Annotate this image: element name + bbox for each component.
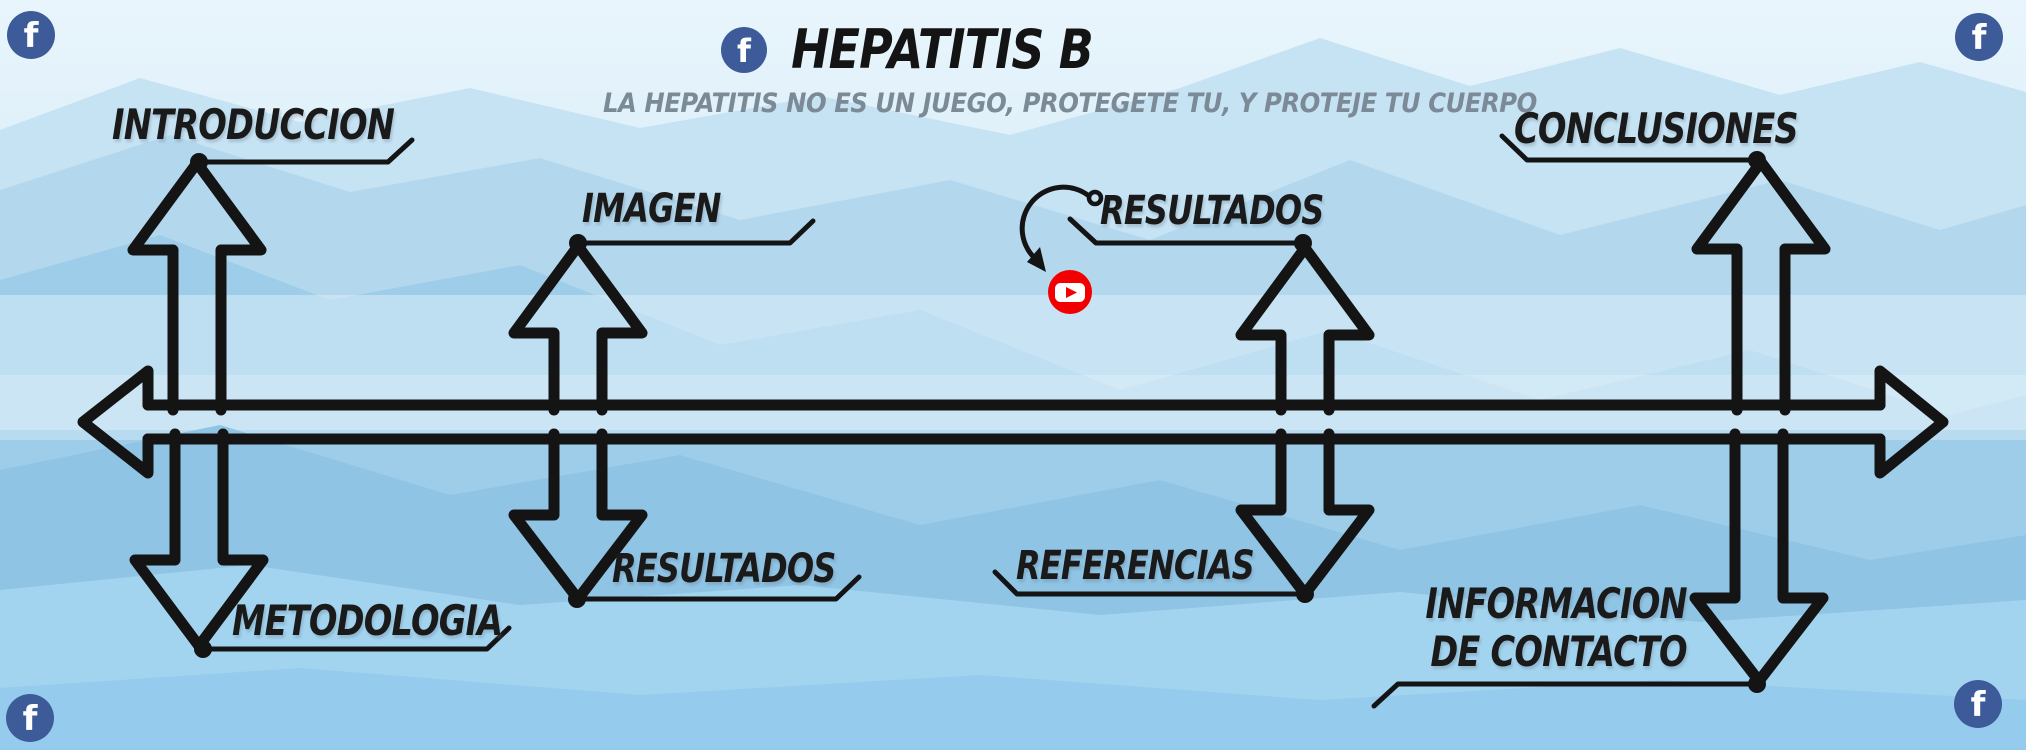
underline-metodologia: [200, 625, 512, 652]
facebook-icon[interactable]: f: [721, 27, 767, 73]
anchor-dot-imagen: [569, 234, 587, 252]
node-label-conclusiones[interactable]: CONCLUSIONES: [1514, 104, 1799, 153]
anchor-dot-referencias: [1296, 585, 1314, 603]
anchor-dot-informacion: [1748, 675, 1766, 693]
underline-resultados-bottom: [574, 574, 862, 602]
underline-referencias: [992, 569, 1308, 597]
informacion-line1: INFORMACION: [1425, 579, 1688, 628]
anchor-dot-conclusiones: [1748, 151, 1766, 169]
facebook-glyph: f: [1971, 18, 1987, 58]
curved-arrow: [1019, 184, 1104, 272]
anchor-dot-resultados-bottom: [568, 590, 586, 608]
timeline-right-arrowhead: [1874, 365, 1949, 479]
facebook-icon[interactable]: f: [1954, 680, 2002, 728]
facebook-icon[interactable]: f: [7, 11, 55, 59]
anchor-dot-resultados-top: [1294, 234, 1312, 252]
informacion-line2: DE CONTACTO: [1430, 627, 1687, 676]
facebook-glyph: f: [1970, 685, 1986, 725]
node-label-informacion-de-contacto[interactable]: INFORMACION DE CONTACTO: [1425, 579, 1688, 676]
underline-imagen: [575, 218, 816, 246]
node-label-referencias[interactable]: REFERENCIAS: [1016, 543, 1255, 589]
facebook-glyph: f: [737, 32, 751, 70]
node-label-metodologia[interactable]: METODOLOGIA: [232, 596, 503, 645]
youtube-icon[interactable]: [1048, 270, 1092, 314]
node-label-resultados-bottom[interactable]: RESULTADOS: [612, 546, 836, 592]
anchor-dot-metodologia: [194, 640, 212, 658]
page-subtitle: LA HEPATITIS NO ES UN JUEGO, PROTEGETE T…: [603, 88, 1537, 119]
facebook-icon[interactable]: f: [1955, 13, 2003, 61]
underline-resultados-top: [1067, 216, 1306, 246]
page-title: HEPATITIS B: [791, 18, 1094, 81]
timeline-arrow: [77, 365, 1949, 479]
node-label-resultados-top[interactable]: RESULTADOS: [1100, 188, 1324, 234]
vertical-arrow-conclusiones-contacto: [1689, 156, 1831, 687]
facebook-glyph: f: [23, 16, 39, 56]
node-label-introduccion[interactable]: INTRODUCCION: [112, 100, 395, 149]
underline-informacion: [1371, 681, 1760, 709]
timeline-left-arrowhead: [77, 365, 154, 479]
facebook-glyph: f: [22, 699, 38, 739]
underline-conclusiones: [1499, 133, 1760, 163]
node-label-imagen[interactable]: IMAGEN: [582, 186, 721, 232]
facebook-icon[interactable]: f: [6, 694, 54, 742]
vertical-arrow-resultados-referencias: [1235, 242, 1375, 600]
underline-introduccion: [196, 137, 415, 165]
anchor-dot-introduccion: [190, 153, 208, 171]
